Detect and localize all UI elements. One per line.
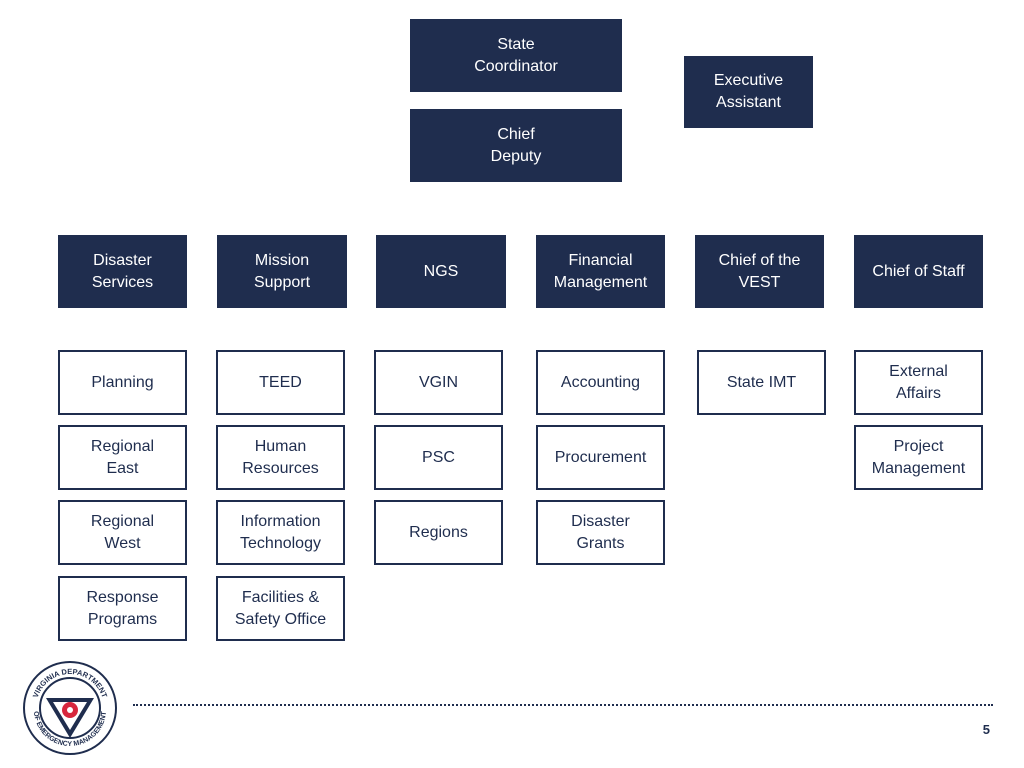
dept-mission-support: Mission Support bbox=[217, 235, 347, 308]
executive-assistant-box: Executive Assistant bbox=[684, 56, 813, 128]
unit-information-technology: Information Technology bbox=[216, 500, 345, 565]
unit-psc: PSC bbox=[374, 425, 503, 490]
unit-facilities-safety-office: Facilities & Safety Office bbox=[216, 576, 345, 641]
unit-regional-east: Regional East bbox=[58, 425, 187, 490]
unit-response-programs: Response Programs bbox=[58, 576, 187, 641]
unit-project-management: Project Management bbox=[854, 425, 983, 490]
vdem-logo: VIRGINIA DEPARTMENT OF EMERGENCY MANAGEM… bbox=[23, 661, 117, 755]
dept-financial-management: Financial Management bbox=[536, 235, 665, 308]
dept-chief-of-the-vest: Chief of the VEST bbox=[695, 235, 824, 308]
unit-disaster-grants: Disaster Grants bbox=[536, 500, 665, 565]
unit-vgin: VGIN bbox=[374, 350, 503, 415]
unit-procurement: Procurement bbox=[536, 425, 665, 490]
unit-regions: Regions bbox=[374, 500, 503, 565]
chief-deputy-box: Chief Deputy bbox=[410, 109, 622, 182]
unit-planning: Planning bbox=[58, 350, 187, 415]
dept-ngs: NGS bbox=[376, 235, 506, 308]
unit-accounting: Accounting bbox=[536, 350, 665, 415]
dept-chief-of-staff: Chief of Staff bbox=[854, 235, 983, 308]
unit-state-imt: State IMT bbox=[697, 350, 826, 415]
unit-teed: TEED bbox=[216, 350, 345, 415]
state-coordinator-box: State Coordinator bbox=[410, 19, 622, 92]
unit-external-affairs: External Affairs bbox=[854, 350, 983, 415]
unit-regional-west: Regional West bbox=[58, 500, 187, 565]
footer-divider bbox=[133, 704, 993, 706]
dept-disaster-services: Disaster Services bbox=[58, 235, 187, 308]
unit-human-resources: Human Resources bbox=[216, 425, 345, 490]
page-number: 5 bbox=[982, 722, 990, 737]
